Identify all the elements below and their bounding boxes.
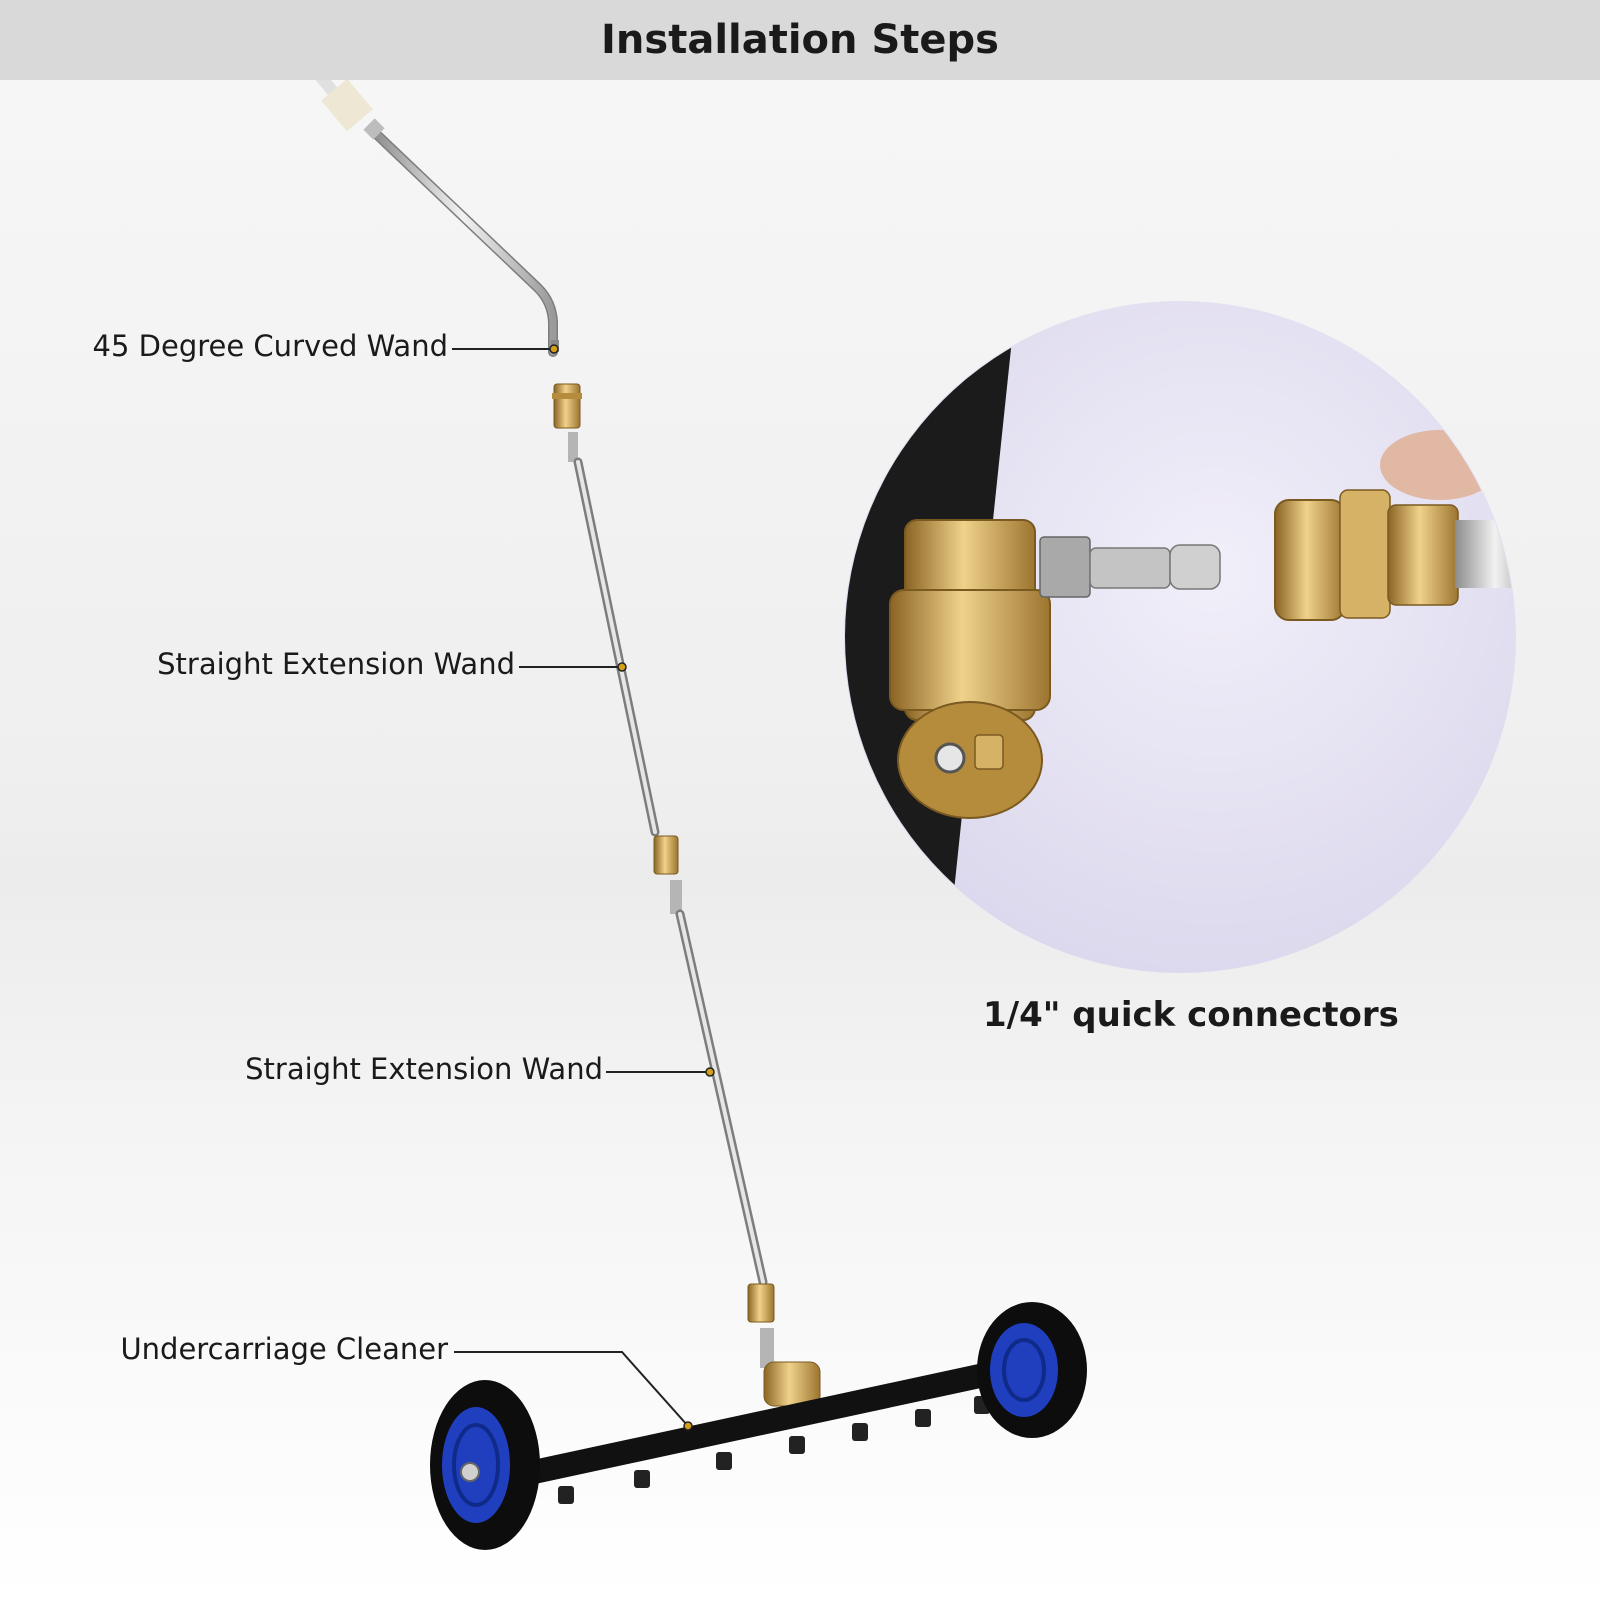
detail-caption: 1/4" quick connectors — [983, 995, 1399, 1035]
straight-wand-2 — [670, 880, 768, 1287]
leader-line-straight-1 — [519, 662, 627, 672]
label-straight-wand-1: Straight Extension Wand — [157, 647, 515, 681]
wheel-left — [430, 1380, 540, 1550]
label-undercarriage-cleaner: Undercarriage Cleaner — [120, 1332, 448, 1366]
page-title: Installation Steps — [601, 17, 999, 63]
label-straight-wand-2: Straight Extension Wand — [245, 1052, 603, 1086]
quick-connector-detail — [844, 301, 1516, 973]
leader-line-undercarriage — [454, 1351, 693, 1431]
leader-line-straight-2 — [606, 1067, 715, 1077]
leader-line-curved — [452, 344, 559, 354]
undercarriage-cleaner — [508, 1328, 1052, 1504]
straight-wand-1 — [568, 432, 660, 837]
brass-coupler-2 — [653, 835, 679, 875]
label-curved-wand: 45 Degree Curved Wand — [92, 329, 448, 363]
brass-coupler-3 — [747, 1283, 775, 1323]
header-band: Installation Steps — [0, 0, 1600, 80]
wheel-right — [977, 1302, 1087, 1438]
brass-coupler-1 — [552, 383, 582, 429]
curved-wand — [363, 118, 559, 357]
